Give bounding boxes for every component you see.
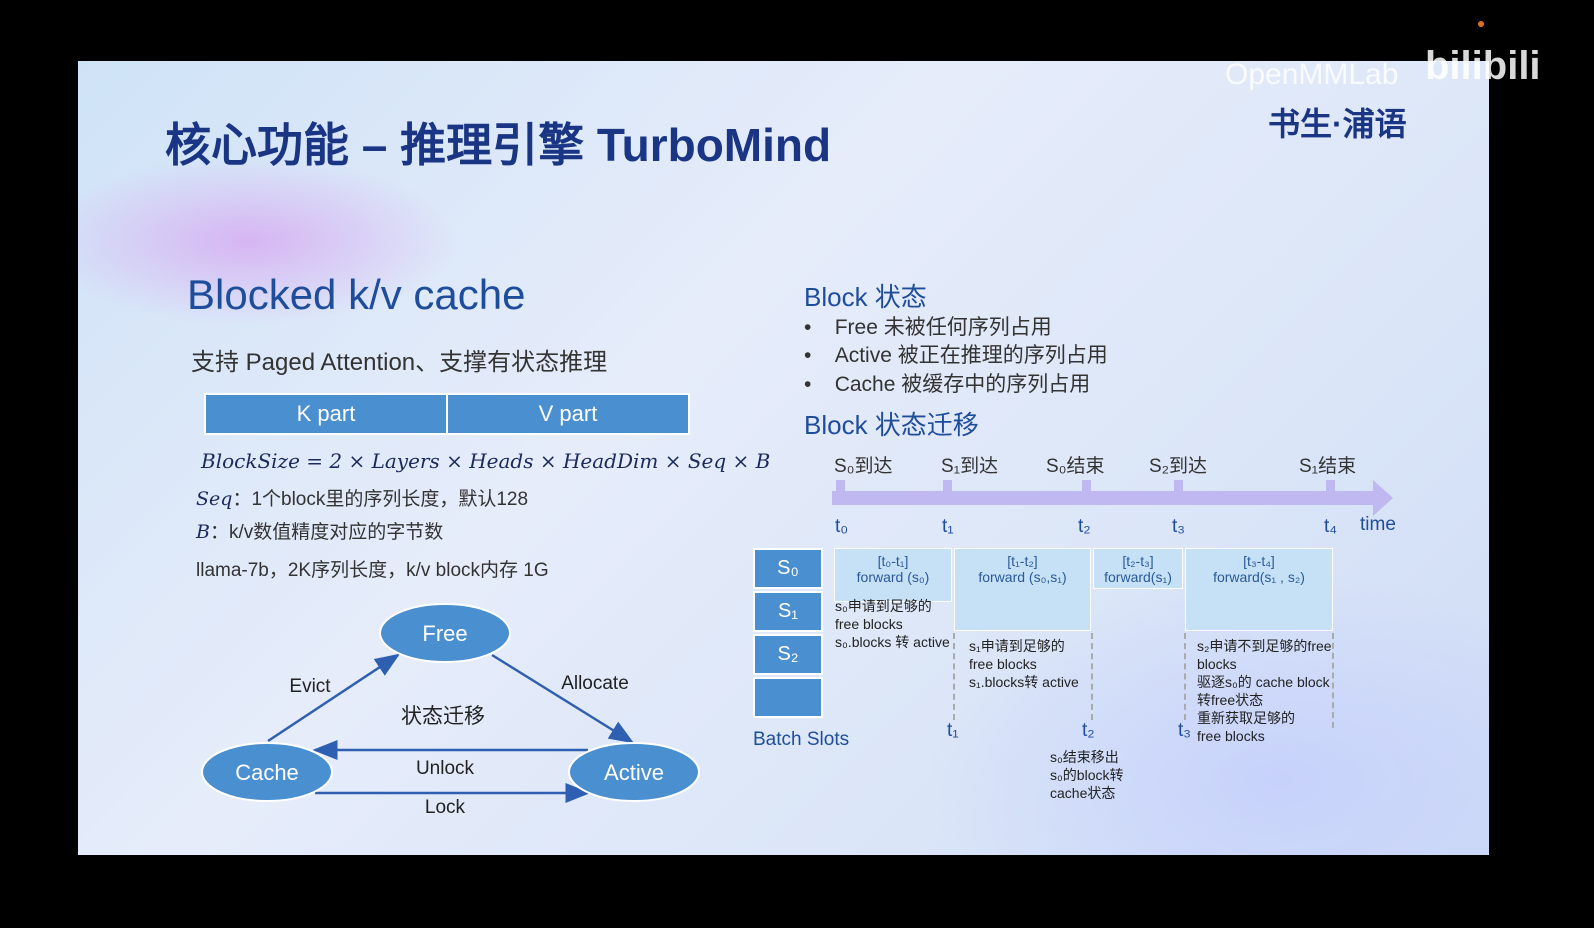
dashed-divider xyxy=(1332,633,1334,728)
tick-label: t₃ xyxy=(1172,516,1186,537)
bullet-cache: • Cache 被缓存中的序列占用 xyxy=(804,373,1091,396)
forward-range: [t₃-t₄] xyxy=(1243,553,1275,569)
dashed-divider xyxy=(1184,633,1186,720)
block-states-heading: Block 状态 xyxy=(804,282,927,312)
tick-label: t₀ xyxy=(835,516,849,537)
bullet-free: • Free 未被任何序列占用 xyxy=(804,316,1052,339)
forward-call: forward (s₀) xyxy=(856,569,930,585)
tick-label: t₁ xyxy=(942,516,954,537)
presentation-slide: 核心功能 – 推理引擎 TurboMind 书生·浦语 Blocked k/v … xyxy=(78,61,1489,855)
event-label: S₁结束 xyxy=(1299,456,1357,477)
event-label: S₀到达 xyxy=(834,456,893,477)
b-label: B xyxy=(196,521,210,543)
seq-text: ：1个block里的序列长度，默认128 xyxy=(232,489,529,510)
status-dot-icon xyxy=(1478,21,1484,27)
forward-box: [t₂-t₃]forward(s₁) xyxy=(1093,548,1183,589)
dashed-divider xyxy=(1091,633,1093,720)
state-diagram: Free Cache Active Evict Allocate 状态迁移 Un… xyxy=(201,603,700,818)
seq-description: Seq：1个block里的序列长度，默认128 xyxy=(196,484,528,511)
dashed-divider xyxy=(953,633,955,720)
transition-heading: Block 状态迁移 xyxy=(804,410,979,440)
event-label: S₁到达 xyxy=(941,456,999,477)
forward-box: [t₀-t₁]forward (s₀) xyxy=(834,548,952,602)
bullet-text: Free 未被任何序列占用 xyxy=(834,316,1052,339)
lower-tick-label: t₃ xyxy=(1178,720,1192,741)
evict-arrow xyxy=(267,653,401,743)
bullet-active: • Active 被正在推理的序列占用 xyxy=(804,344,1108,367)
block-size-formula: BlockSize = 2 × Layers × Heads × HeadDim… xyxy=(201,449,771,473)
forward-box: [t₃-t₄]forward(s₁ , s₂) xyxy=(1185,548,1333,631)
forward-call: forward(s₁ , s₂) xyxy=(1213,569,1305,585)
note-t0-t1: s₀申请到足够的 free blocks s₀.blocks 转 active xyxy=(835,598,950,650)
seq-label: Seq xyxy=(196,488,233,510)
forward-range: [t₀-t₁] xyxy=(877,553,909,569)
batch-slot xyxy=(753,677,823,718)
note-t2: s₀结束移出 s₀的block转 cache状态 xyxy=(1050,749,1124,801)
evict-label: Evict xyxy=(289,676,331,697)
free-state xyxy=(379,603,511,663)
center-label: 状态迁移 xyxy=(401,705,485,728)
slide-title: 核心功能 – 推理引擎 TurboMind xyxy=(165,119,832,171)
active-label: Active xyxy=(604,760,664,785)
tick-label: t₄ xyxy=(1324,516,1338,537)
note-t1-t2: s₁申请到足够的 free blocks s₁.blocks转 active xyxy=(969,638,1079,690)
lower-tick-label: t₁ xyxy=(947,720,959,741)
free-label: Free xyxy=(422,621,467,646)
bullet-text: Cache 被缓存中的序列占用 xyxy=(834,373,1091,396)
timeline-arrow xyxy=(832,480,1393,516)
forward-call: forward (s₀,s₁) xyxy=(978,569,1067,585)
example-text: llama-7b，2K序列长度，k/v block内存 1G xyxy=(196,560,549,581)
unlock-label: Unlock xyxy=(416,758,475,779)
b-text: ：k/v数值精度对应的字节数 xyxy=(209,522,444,543)
forward-call: forward(s₁) xyxy=(1104,569,1172,585)
b-description: B：k/v数值精度对应的字节数 xyxy=(196,517,443,544)
batch-slot: S₂ xyxy=(753,634,823,675)
event-label: S₂到达 xyxy=(1149,456,1208,477)
bullet-text: Active 被正在推理的序列占用 xyxy=(834,344,1108,367)
logo-shusheng-puyu: 书生·浦语 xyxy=(1268,106,1407,142)
batch-slot: S₁ xyxy=(753,591,823,632)
batch-slots-label: Batch Slots xyxy=(753,729,850,750)
lower-tick-label: t₂ xyxy=(1082,720,1095,741)
cache-state xyxy=(201,742,333,802)
active-state xyxy=(568,742,700,802)
note-t3-t4: s₂申请不到足够的free blocks 驱逐s₀的 cache block 转… xyxy=(1197,638,1332,744)
allocate-arrow xyxy=(491,653,635,744)
lock-label: Lock xyxy=(425,797,466,818)
batch-slot: S₀ xyxy=(753,548,823,589)
cache-label: Cache xyxy=(235,760,299,785)
allocate-label: Allocate xyxy=(561,673,629,694)
bilibili-watermark: bilibili xyxy=(1425,44,1541,88)
section-heading: Blocked k/v cache xyxy=(187,271,526,318)
forward-range: [t₂-t₃] xyxy=(1122,553,1154,569)
forward-box: [t₁-t₂]forward (s₀,s₁) xyxy=(954,548,1091,631)
section-subtitle: 支持 Paged Attention、支撑有状态推理 xyxy=(191,349,608,376)
event-label: S₀结束 xyxy=(1046,456,1105,477)
forward-range: [t₁-t₂] xyxy=(1007,553,1038,569)
time-label: time xyxy=(1360,514,1396,535)
v-part-block: V part xyxy=(446,393,690,435)
tick-label: t₂ xyxy=(1078,516,1091,537)
openmmlab-watermark: OpenMMLab xyxy=(1225,58,1399,91)
